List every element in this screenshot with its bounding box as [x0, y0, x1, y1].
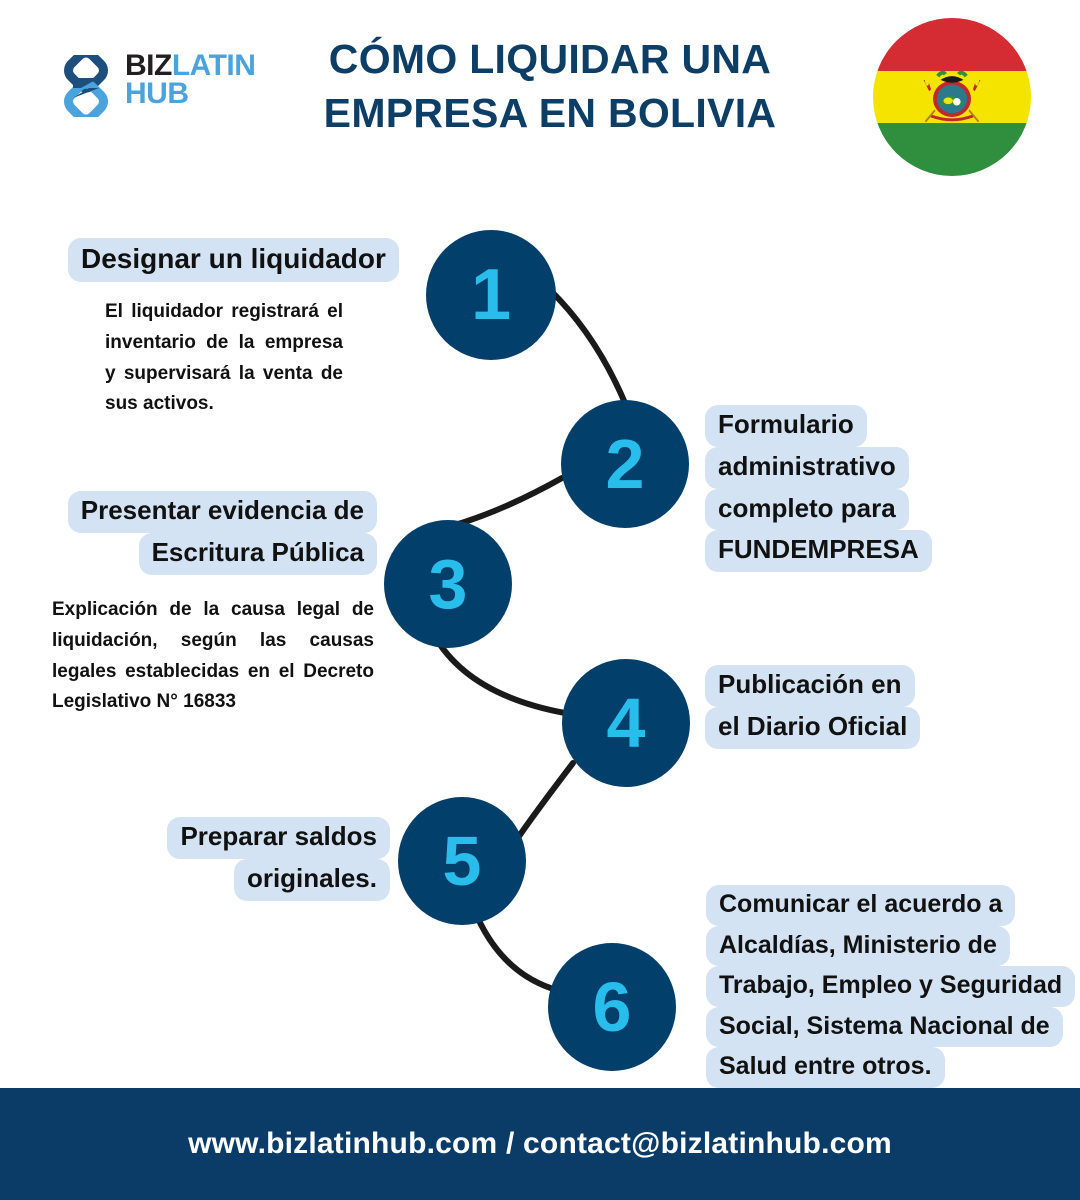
- step-label-2-line-1: Formulario: [705, 405, 867, 447]
- step-number-2: 2: [605, 425, 645, 503]
- step-label-2-line-2: administrativo: [705, 446, 909, 489]
- step-circle-4: 4: [562, 659, 690, 787]
- page-title-line-1: CÓMO LIQUIDAR UNA: [328, 36, 772, 82]
- step-label-4-line-2: el Diario Oficial: [705, 706, 921, 749]
- step-description-1: El liquidador registrará el inventario d…: [105, 301, 343, 415]
- connector-2-3: [452, 475, 565, 528]
- bolivia-flag-icon: [873, 18, 1031, 176]
- step-number-5: 5: [442, 822, 482, 900]
- step-number-6: 6: [592, 968, 632, 1046]
- brand-logo: BIZLATIN HUB: [55, 48, 270, 127]
- step-label-3-line-1: Presentar evidencia de: [67, 491, 377, 533]
- step-number-1: 1: [470, 255, 512, 335]
- step-label-1-line-1: Designar un liquidador: [68, 238, 399, 283]
- logo-biz: BIZ: [125, 49, 172, 82]
- step-label-4-line-1: Publicación en: [705, 665, 915, 707]
- step-label-6-line-2: Alcaldías, Ministerio de: [706, 925, 1010, 966]
- step-label-3-line-2: Escritura Pública: [138, 532, 377, 575]
- connector-1-2: [547, 287, 628, 406]
- footer-contact[interactable]: www.bizlatinhub.com / contact@bizlatinhu…: [188, 1127, 892, 1160]
- step-label-4: Publicación en el Diario Oficial: [705, 665, 955, 749]
- step-label-5-line-2: originales.: [233, 858, 390, 901]
- logo-hub: HUB: [125, 77, 189, 111]
- step-label-2-line-3: completo para: [705, 488, 909, 531]
- step-label-3: Presentar evidencia de Escritura Pública: [32, 491, 377, 575]
- step-circle-6: 6: [548, 943, 676, 1071]
- logo-latin: LATIN: [171, 49, 256, 82]
- connector-3-4: [431, 632, 568, 716]
- step-number-3: 3: [428, 545, 468, 623]
- steps-flow: 1 Designar un liquidador El liquidador r…: [0, 185, 1080, 1088]
- step-label-6-line-3: Trabajo, Empleo y Seguridad: [706, 966, 1076, 1007]
- step-circle-1: 1: [426, 230, 556, 360]
- step-label-1: Designar un liquidador: [68, 238, 413, 283]
- step-circle-3: 3: [384, 520, 512, 648]
- logo-line-top: BIZLATIN: [125, 49, 275, 82]
- step-circle-2-main: 2: [561, 400, 689, 528]
- step-label-5-line-1: Preparar saldos: [167, 817, 390, 859]
- step-label-6-line-4: Social, Sistema Nacional de: [706, 1006, 1063, 1047]
- bizlatinhub-logo-icon: [55, 48, 117, 124]
- step-description-3: Explicación de la causa legal de liquida…: [52, 599, 374, 713]
- step-number-4: 4: [606, 684, 646, 762]
- header: BIZLATIN HUB CÓMO LIQUIDAR UNA EMPRESA E…: [0, 0, 1080, 185]
- step-label-6: Comunicar el acuerdo a Alcaldías, Minist…: [706, 885, 1076, 1088]
- step-label-2: Formulario administrativo completo para …: [705, 405, 950, 573]
- step-label-6-line-5: Salud entre otros.: [706, 1047, 945, 1088]
- page-title-line-2: EMPRESA EN BOLIVIA: [323, 90, 777, 137]
- step-label-6-line-1: Comunicar el acuerdo a: [706, 885, 1016, 926]
- brand-logo-text: BIZLATIN HUB: [125, 49, 275, 111]
- footer-bar: www.bizlatinhub.com / contact@bizlatinhu…: [0, 1088, 1080, 1200]
- step-label-2-line-4: FUNDEMPRESA: [705, 530, 932, 573]
- step-label-5: Preparar saldos originales.: [140, 817, 390, 901]
- step-circle-5: 5: [398, 797, 526, 925]
- page-title: CÓMO LIQUIDAR UNA EMPRESA EN BOLIVIA: [255, 32, 845, 140]
